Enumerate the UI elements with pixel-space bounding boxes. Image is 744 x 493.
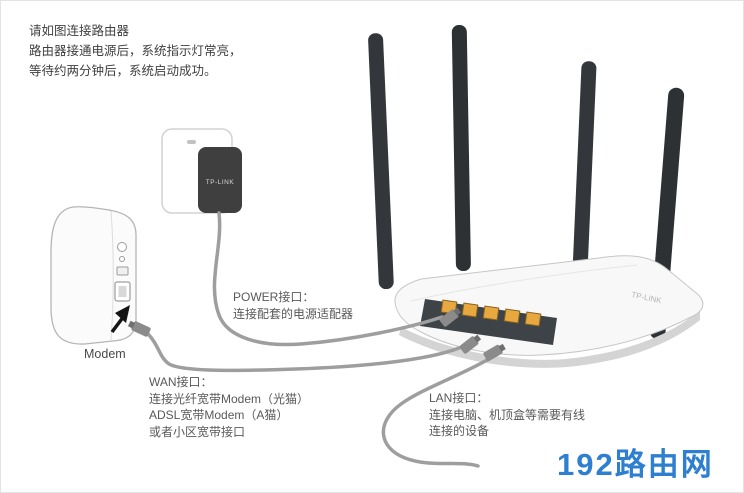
wan-plug-icon <box>459 334 482 354</box>
lan-port-label-line: 连接电脑、机顶盒等需要有线 <box>429 407 586 422</box>
modem-led-icon <box>119 256 125 262</box>
lan-port-label: LAN接口： 连接电脑、机顶盒等需要有线 连接的设备 <box>429 390 585 440</box>
instructions-line: 请如图连接路由器 <box>29 24 130 38</box>
modem-port-arrow-icon <box>115 305 130 323</box>
lan-port-label-title: LAN接口： <box>429 391 489 405</box>
power-cable <box>212 211 444 347</box>
ethernet-port-icon <box>524 311 542 327</box>
cables <box>146 211 496 468</box>
power-port-label: POWER接口： 连接配套的电源适配器 <box>233 289 353 322</box>
wan-port-label: WAN接口： 连接光纤宽带Modem（光猫） ADSL宽带Modem（A猫） 或… <box>149 374 309 440</box>
power-plug-icon <box>439 307 462 327</box>
power-port-label-desc: 连接配套的电源适配器 <box>233 306 354 321</box>
wan-port-label-line: 连接光纤宽带Modem（光猫） <box>149 391 310 406</box>
lan-port-label-line: 连接的设备 <box>429 424 490 438</box>
power-adapter-illustration: TP-LINK <box>198 147 242 213</box>
instructions-text: 请如图连接路由器 路由器接通电源后，系统指示灯常亮， 等待约两分钟后，系统启动成… <box>29 21 242 81</box>
router-deck-ridge <box>410 264 638 302</box>
modem-button-icon <box>117 242 127 252</box>
antenna-icon <box>368 33 394 290</box>
router-ports <box>440 299 542 327</box>
wan-port-label-line: 或者小区宽带接口 <box>149 424 246 439</box>
wan-port-label-title: WAN接口： <box>149 375 213 389</box>
modem-body <box>50 206 137 345</box>
modem-illustration <box>50 206 137 345</box>
wan-cable <box>146 332 461 373</box>
router-illustration: TP-LINK <box>394 255 704 368</box>
watermark-logo: 192路由网 <box>557 447 714 482</box>
wan-port-label-line: ADSL宽带Modem（A猫） <box>149 408 289 422</box>
ethernet-port-icon <box>503 308 521 324</box>
lan-plug-icon <box>483 343 506 362</box>
modem-edge-crease <box>110 210 114 341</box>
modem-small-port-icon <box>116 266 129 276</box>
modem-label: Modem <box>84 347 126 361</box>
power-adapter-body <box>198 147 242 213</box>
cable-plugs <box>127 307 506 362</box>
router-base-shadow <box>399 310 700 368</box>
modem-lan-port-inner <box>118 286 127 297</box>
adapter-brand-text: TP-LINK <box>206 179 235 186</box>
ethernet-port-icon <box>482 305 500 321</box>
instructions-line: 路由器接通电源后，系统指示灯常亮， <box>29 44 242 58</box>
antenna-icon <box>572 61 597 284</box>
ethernet-port-icon <box>461 302 479 318</box>
modem-plug-icon <box>127 320 151 337</box>
lan-cable <box>381 354 496 468</box>
power-port-label-title: POWER接口： <box>233 290 315 304</box>
instructions-line: 等待约两分钟后，系统启动成功。 <box>29 64 217 78</box>
socket-slot-icon <box>187 140 196 144</box>
antenna-icon <box>451 25 471 272</box>
